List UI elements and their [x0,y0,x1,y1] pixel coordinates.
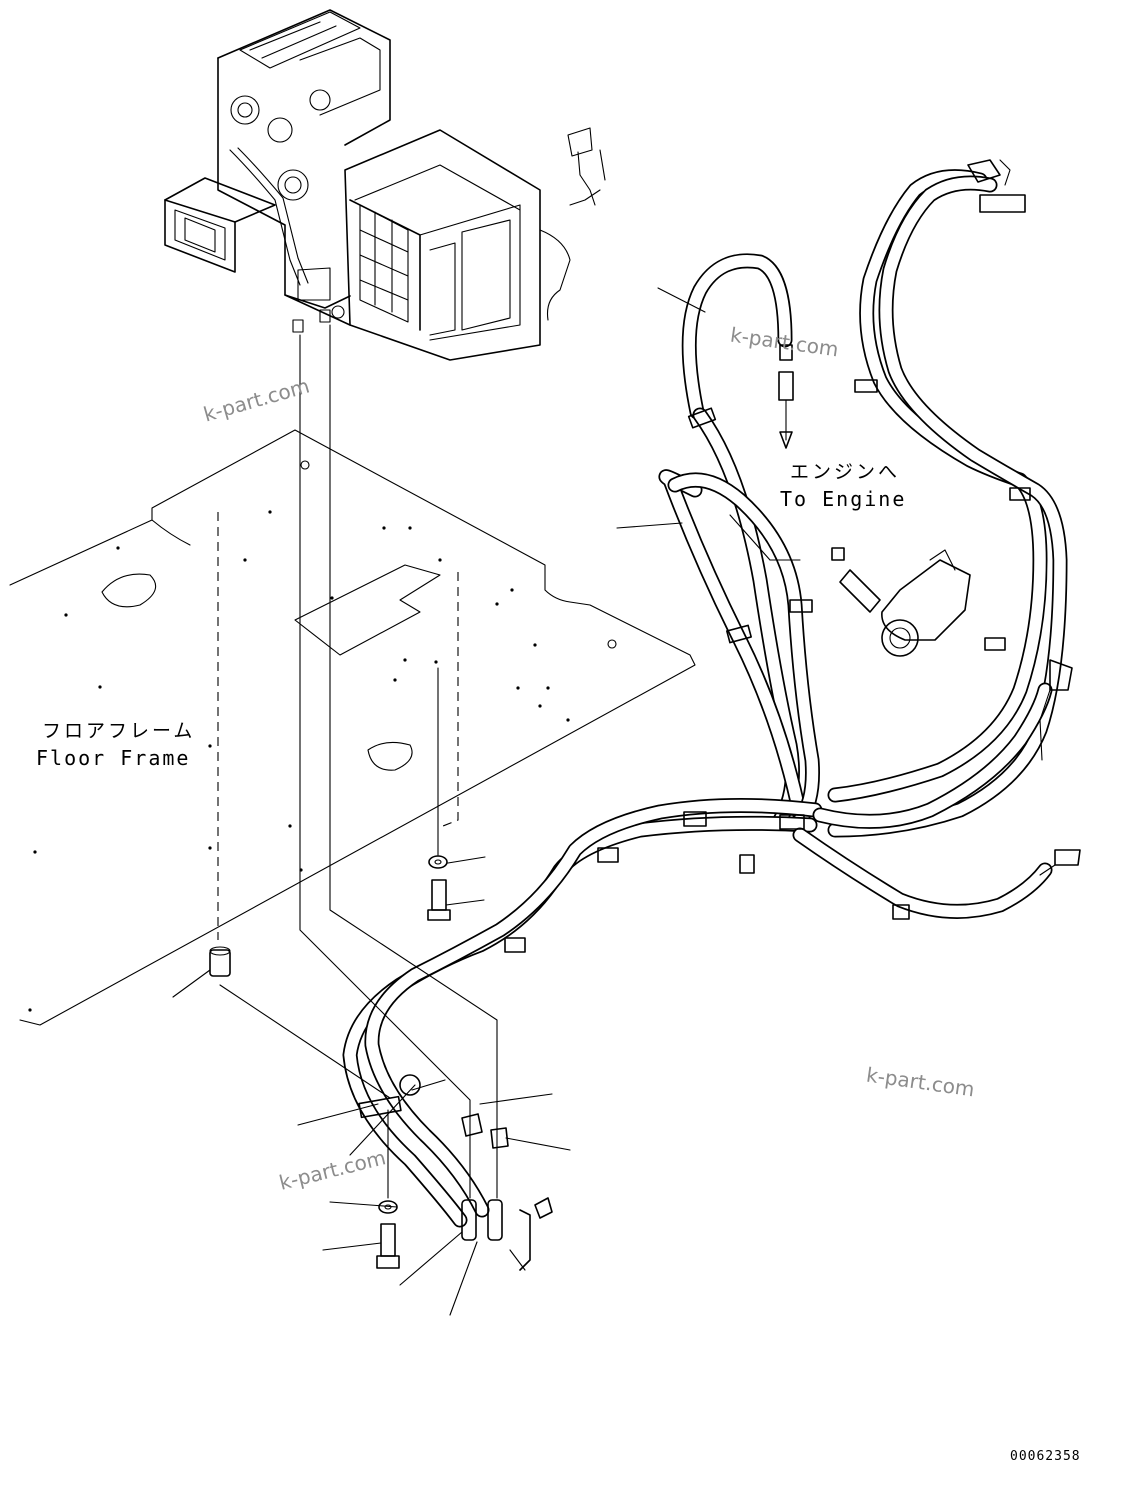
to-engine-label-en: To Engine [780,487,907,511]
floor-frame-label-jp: フロアフレーム [42,720,196,742]
to-engine-label-jp: エンジンへ [790,461,901,483]
heater-unit [164,9,606,361]
assembly-lines [217,324,498,1199]
floor-frame-plate [9,429,696,1026]
heater-hoses [342,169,1068,1228]
hose-clamps [358,379,1031,1119]
floor-frame-label-en: Floor Frame [36,746,191,770]
drawing-number: 00062358 [1010,1449,1081,1464]
engine-fittings [729,159,1081,876]
lower-hardware [209,855,553,1271]
callout-leaders [172,287,706,1316]
